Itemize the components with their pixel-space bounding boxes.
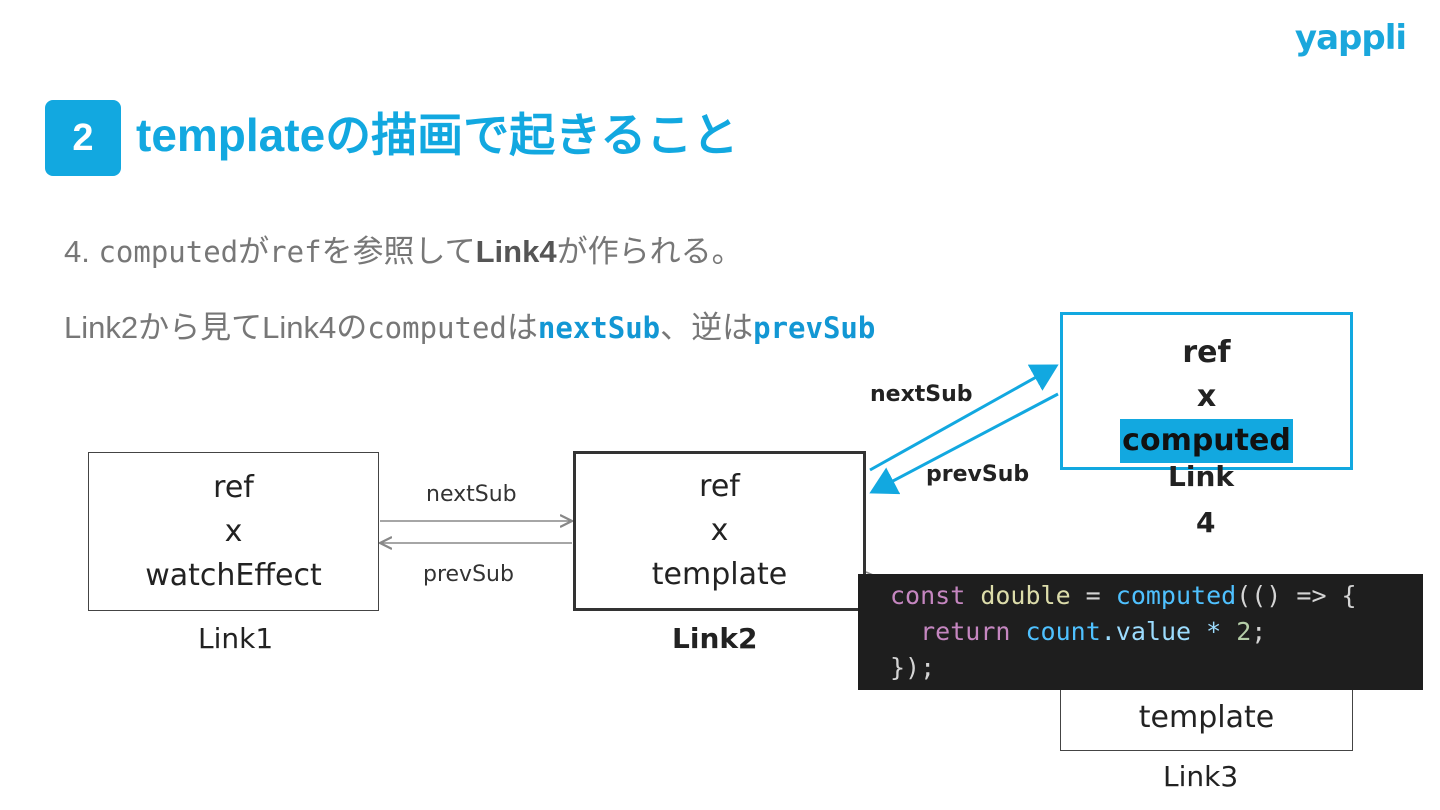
node-link4-label: Link [1168, 460, 1234, 493]
node-link4: ref x computed [1060, 312, 1353, 470]
node-link3-label: Link3 [1163, 760, 1239, 793]
arrow-prevsub-link4-link2 [869, 392, 1059, 495]
node-link4-label-number: 4 [1196, 506, 1216, 539]
node-link4-source: ref [1182, 335, 1231, 370]
code-line-2: return count.value * 2; [920, 617, 1267, 646]
node-link2-subscriber: template [651, 557, 788, 592]
arrow-nextsub-link2-link4 [869, 364, 1059, 472]
node-link2-cross: x [710, 513, 729, 548]
node-link3: template [1060, 686, 1353, 751]
node-link1-cross: x [224, 513, 243, 549]
description-line-1: 4. computedがrefを参照してLink4が作られる。 [64, 234, 743, 269]
edge-label-nextsub-2: nextSub [870, 382, 973, 407]
code-line-1: const double = computed(() => { [890, 581, 1357, 610]
node-link4-cross: x [1196, 379, 1217, 414]
node-link1-source: ref [213, 469, 254, 505]
node-link4-subscriber: computed [1120, 419, 1293, 463]
slide-title: templateの描画で起きること [136, 109, 739, 161]
edge-label-nextsub-1: nextSub [426, 482, 517, 507]
edge-label-prevsub-2: prevSub [926, 462, 1030, 487]
node-link1-subscriber: watchEffect [145, 557, 322, 593]
node-link1-label: Link1 [198, 622, 274, 655]
node-link2-label: Link2 [672, 622, 758, 655]
node-link2: ref x template [573, 451, 866, 611]
yappli-logo: yappli [1294, 18, 1407, 58]
node-link3-subscriber: template [1138, 700, 1275, 735]
node-link1: ref x watchEffect [88, 452, 379, 611]
node-link2-source: ref [699, 469, 740, 504]
code-snippet: const double = computed(() => { return c… [858, 574, 1423, 690]
section-number-badge: 2 [45, 100, 121, 176]
description-line-2: Link2から見てLink4のcomputedはnextSub、逆はprevSu… [64, 310, 876, 345]
code-line-3: }); [890, 653, 936, 682]
edge-label-prevsub-1: prevSub [423, 562, 514, 587]
